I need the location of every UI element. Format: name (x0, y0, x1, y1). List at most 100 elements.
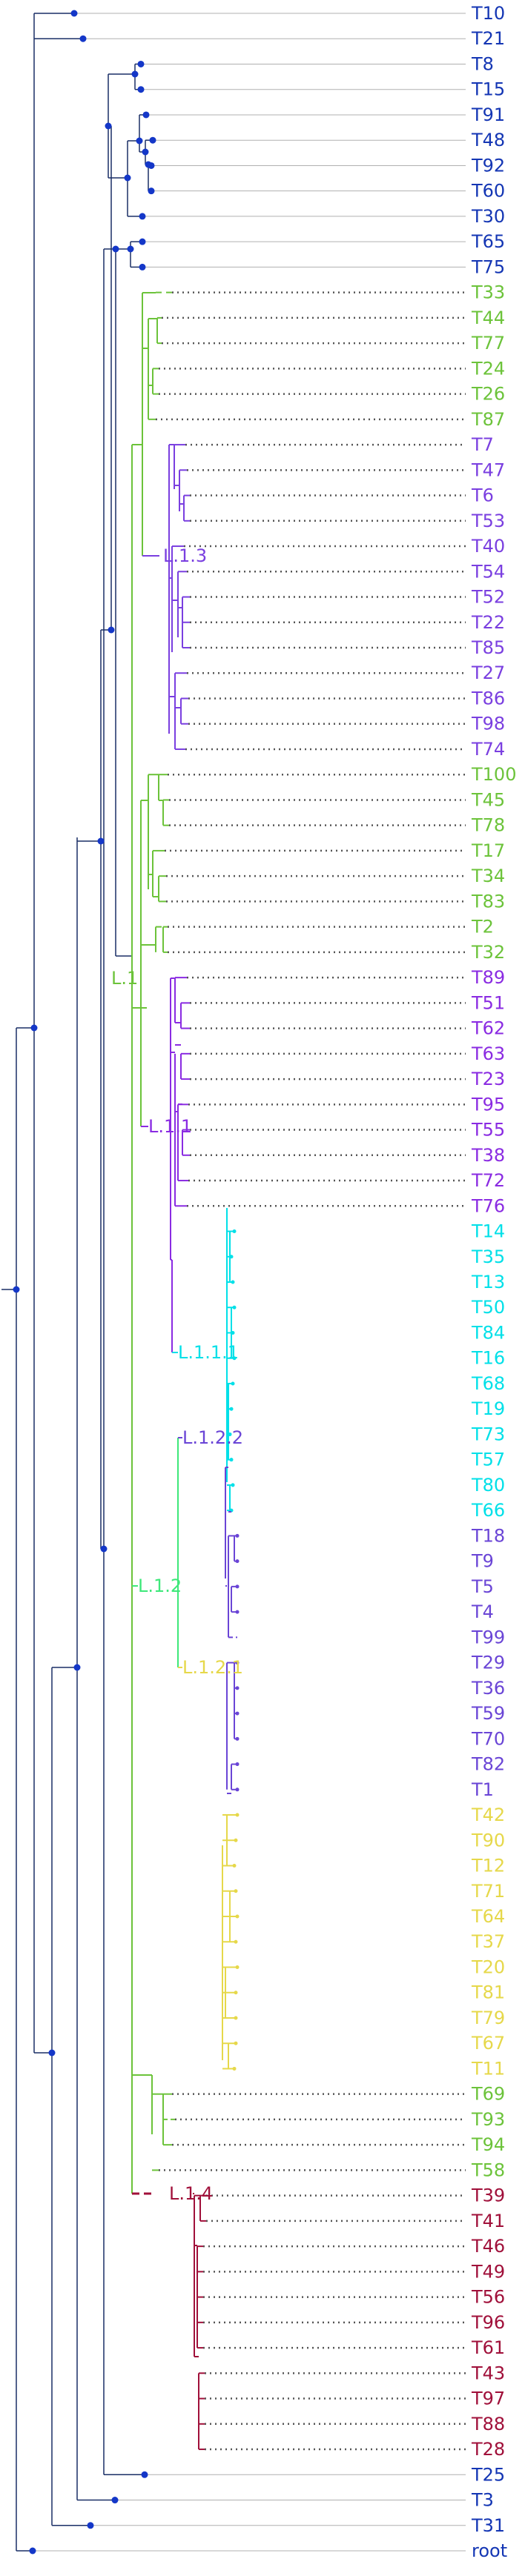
tip-label: T2 (471, 917, 494, 937)
tip-label: T97 (471, 2389, 505, 2409)
tip-node (148, 187, 155, 195)
tip-label: T51 (471, 992, 505, 1013)
tip-label: T72 (471, 1170, 505, 1191)
tip-label: T33 (471, 282, 505, 303)
tip-node (137, 60, 145, 67)
tip-label: T17 (471, 840, 505, 861)
backbone-branches (1, 13, 466, 2552)
tip-node (70, 10, 78, 17)
internal-node (112, 245, 119, 253)
tip-label: T23 (471, 1069, 505, 1089)
tip-label: T7 (471, 434, 494, 455)
tip-label: T53 (471, 511, 505, 531)
tip-label: T12 (471, 1856, 505, 1876)
tip-labels: T10T21T8T15T91T48T92T60T30T65T75T33T44T7… (471, 3, 516, 2561)
tip-label: T75 (471, 256, 505, 277)
tip-label: T24 (471, 358, 505, 379)
tip-label: T80 (471, 1475, 505, 1496)
tip-label: T29 (471, 1653, 505, 1673)
tip-label: T76 (471, 1195, 505, 1216)
internal-node (73, 1664, 81, 1671)
internal-node (131, 70, 139, 78)
tip-label: T40 (471, 536, 505, 557)
clade-labels: L.1L.1.3L.1.1L.1.1.1L.1.2L.1.2.2L.1.2.1L… (111, 545, 243, 2204)
internal-node (142, 148, 149, 156)
tip-node (235, 1965, 240, 1969)
tip-label: T6 (471, 485, 494, 506)
tip-label: T59 (471, 1703, 505, 1724)
tip-node (235, 1533, 240, 1538)
tip-label: T100 (471, 764, 516, 785)
tip-node (235, 1736, 240, 1741)
tip-label: T60 (471, 181, 505, 202)
tip-label: T57 (471, 1450, 505, 1470)
tip-node (235, 1559, 240, 1564)
tip-label: T41 (471, 2211, 505, 2231)
tip-label: T31 (471, 2515, 505, 2536)
tip-label: T38 (471, 1145, 505, 1166)
tip-label: T83 (471, 891, 505, 912)
tip-label: T37 (471, 1931, 505, 1952)
tip-node (148, 162, 155, 169)
internal-node (127, 245, 134, 253)
tip-label: T58 (471, 2160, 505, 2180)
tip-node (234, 1991, 238, 1995)
tip-label: T36 (471, 1678, 505, 1699)
tip-node (231, 1483, 235, 1487)
tip-label: T87 (471, 409, 505, 430)
tip-label: T63 (471, 1043, 505, 1064)
tip-label: T34 (471, 866, 505, 886)
tip-label: T5 (471, 1576, 494, 1597)
tip-label: T93 (471, 2109, 505, 2130)
tip-label: T65 (471, 231, 505, 252)
tip-label: T44 (471, 308, 505, 328)
tip-label: T77 (471, 333, 505, 353)
tip-label: T54 (471, 561, 505, 582)
tip-label: T79 (471, 2008, 505, 2028)
tip-label: T27 (471, 663, 505, 683)
clade-label: L.1.1 (148, 1116, 192, 1137)
tip-node (139, 213, 146, 220)
tip-node (231, 1280, 235, 1284)
tip-label: T42 (471, 1805, 505, 1825)
tip-label: T49 (471, 2261, 505, 2282)
clade-label: L.1.1.1 (178, 1342, 239, 1363)
tip-node (231, 1381, 235, 1386)
clade-branches (131, 291, 466, 2451)
tip-node (235, 1762, 240, 1767)
tip-label: T10 (471, 3, 505, 24)
tip-label: T82 (471, 1754, 505, 1775)
tip-label: T78 (471, 815, 505, 836)
tip-node (141, 2471, 148, 2478)
tip-label: T73 (471, 1424, 505, 1444)
clade-label: L.1.2.1 (182, 1657, 243, 1678)
internal-node (97, 837, 105, 845)
tip-label: T95 (471, 1094, 505, 1115)
tip-node (234, 1838, 238, 1842)
tip-label: T88 (471, 2414, 505, 2434)
tip-label: T32 (471, 942, 505, 963)
tip-node (139, 263, 146, 270)
tip-node (29, 2547, 36, 2555)
clade-label: L.1 (111, 968, 138, 989)
tip-label: T16 (471, 1348, 505, 1369)
tip-node (232, 1356, 237, 1361)
internal-node (136, 137, 143, 145)
tip-label: T64 (471, 1906, 505, 1927)
tip-label: T25 (471, 2464, 505, 2485)
tip-node (232, 1864, 237, 1868)
tip-label: T55 (471, 1120, 505, 1141)
tip-label: T11 (471, 2058, 505, 2079)
tip-node (235, 1584, 240, 1589)
tip-label: T8 (471, 53, 494, 74)
tip-label: T74 (471, 739, 505, 760)
tip-label: T50 (471, 1297, 505, 1318)
tip-node (229, 1458, 234, 1462)
tip-node (235, 1813, 240, 1817)
clade-label: L.1.2 (138, 1576, 182, 1596)
tip-node (235, 1686, 240, 1690)
tip-node (235, 1914, 240, 1919)
tip-label: T85 (471, 637, 505, 658)
tip-label: T62 (471, 1018, 505, 1039)
